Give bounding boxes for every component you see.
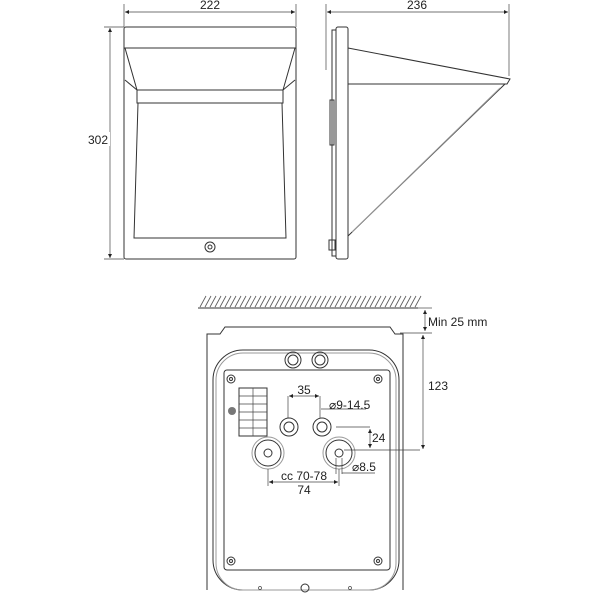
- mounting-view: Min 25 mm 123 35 ⌀9-14.5: [198, 295, 487, 593]
- hatch-line: [329, 295, 337, 308]
- hatch-line: [234, 295, 242, 308]
- mounting-plate: [206, 326, 404, 590]
- hatch-line: [239, 295, 247, 308]
- height-label: 302: [88, 133, 108, 147]
- hatch-line: [209, 295, 217, 308]
- screw-icon: [204, 241, 216, 253]
- ceiling-hatch: [199, 295, 422, 308]
- hatch-line: [199, 295, 207, 308]
- width-label: 222: [200, 0, 220, 12]
- mounting-hole: [322, 436, 356, 470]
- side-view: 236: [325, 0, 511, 260]
- hatch-line: [334, 295, 342, 308]
- hatch-line: [384, 295, 392, 308]
- hatch-line: [284, 295, 292, 308]
- hatch-line: [394, 295, 402, 308]
- hatch-line: [289, 295, 297, 308]
- corner-screws: [226, 374, 383, 566]
- screw-icon: [300, 583, 310, 593]
- hatch-line: [389, 295, 397, 308]
- vertical-offset-label: 24: [372, 431, 386, 445]
- hatch-line: [379, 295, 387, 308]
- hatch-line: [229, 295, 237, 308]
- mounting-hole: [251, 436, 285, 470]
- hatch-line: [219, 295, 227, 308]
- hatch-line: [259, 295, 267, 308]
- hatch-line: [359, 295, 367, 308]
- hatch-line: [269, 295, 277, 308]
- ceiling-clearance-label: Min 25 mm: [428, 315, 487, 329]
- hatch-line: [344, 295, 352, 308]
- hatch-line: [339, 295, 347, 308]
- hole-diameter-label: ⌀8.5: [352, 460, 376, 474]
- cable-gland: [312, 417, 332, 437]
- depth-label: 236: [407, 0, 427, 12]
- hatch-line: [354, 295, 362, 308]
- housing-outline: [123, 26, 297, 260]
- cable-gland: [279, 417, 299, 437]
- hatch-line: [294, 295, 302, 308]
- hatch-line: [319, 295, 327, 308]
- hatch-line: [279, 295, 287, 308]
- terminal-block: [228, 387, 268, 437]
- hatch-line: [399, 295, 407, 308]
- hatch-line: [274, 295, 282, 308]
- front-view: 222 302: [88, 0, 297, 260]
- center-distance-label: cc 70-78: [281, 469, 327, 483]
- hatch-line: [254, 295, 262, 308]
- height-to-center-label: 123: [428, 379, 448, 393]
- hatch-line: [374, 295, 382, 308]
- hatch-line: [224, 295, 232, 308]
- hatch-line: [299, 295, 307, 308]
- hatch-line: [404, 295, 412, 308]
- hatch-line: [304, 295, 312, 308]
- hatch-line: [324, 295, 332, 308]
- hatch-line: [349, 295, 357, 308]
- hatch-line: [214, 295, 222, 308]
- hatch-line: [369, 295, 377, 308]
- hatch-line: [309, 295, 317, 308]
- hatch-line: [409, 295, 417, 308]
- hatch-line: [204, 295, 212, 308]
- hatch-line: [364, 295, 372, 308]
- gland-spacing-label: 35: [297, 383, 311, 397]
- gland-diameter-label: ⌀9-14.5: [329, 398, 371, 412]
- hatch-line: [414, 295, 422, 308]
- hatch-line: [249, 295, 257, 308]
- center-distance-nominal-label: 74: [297, 483, 311, 497]
- hatch-line: [264, 295, 272, 308]
- hatch-line: [244, 295, 252, 308]
- hatch-line: [314, 295, 322, 308]
